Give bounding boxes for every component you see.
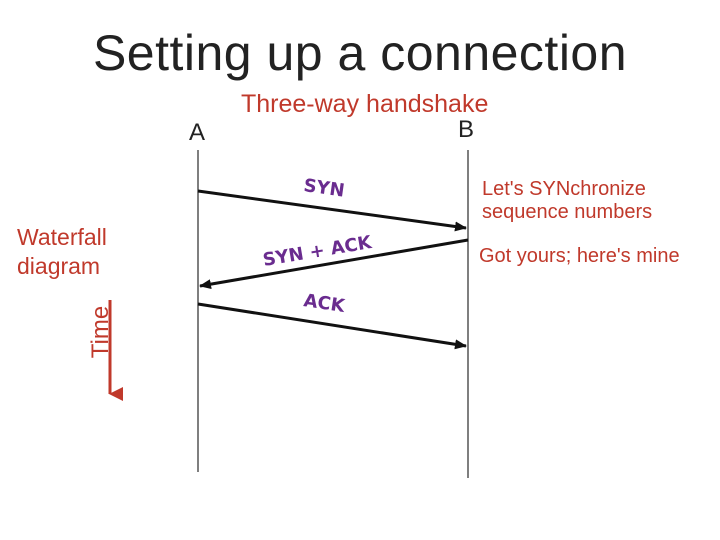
ack-message-label: ACK: [302, 290, 347, 317]
syn-message-label: SYN: [302, 175, 346, 202]
syn-ack-annotation: Got yours; here's mine: [479, 245, 680, 267]
slide-title: Setting up a connection: [92, 25, 628, 81]
diagram-subtitle: Three-way handshake: [241, 90, 489, 118]
syn-arrow: [197, 189, 467, 232]
ack-arrow: [197, 302, 467, 350]
waterfall-label-line1: Waterfall: [17, 224, 107, 250]
host-a-label: A: [189, 119, 206, 146]
syn-ack-arrow: [199, 238, 469, 290]
syn-annotation-line1: Let's SYNchronize: [482, 178, 646, 200]
waterfall-label-line2: diagram: [17, 253, 101, 279]
host-b-label: B: [458, 116, 475, 143]
syn-annotation-line2: sequence numbers: [482, 201, 653, 223]
waterfall-diagram-label: Waterfall diagram: [17, 223, 107, 281]
syn-annotation: Let's SYNchronize sequence numbers: [482, 178, 652, 224]
